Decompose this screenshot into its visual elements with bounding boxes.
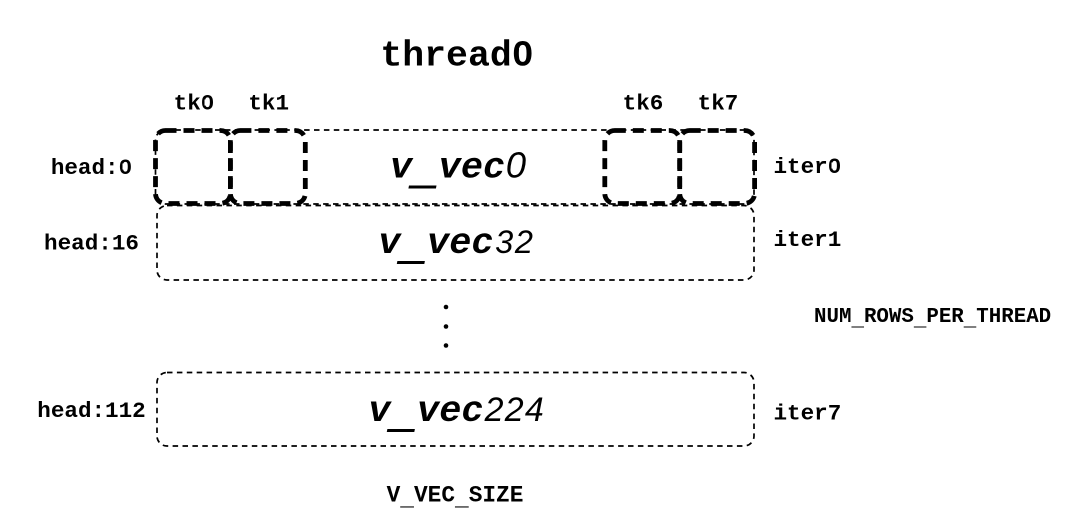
- svg-text:iter7: iter7: [774, 401, 842, 427]
- svg-text:iter0: iter0: [774, 154, 842, 180]
- svg-text:tk6: tk6: [623, 91, 664, 117]
- svg-text:V_VEC_SIZE: V_VEC_SIZE: [387, 483, 524, 512]
- svg-text:head:112: head:112: [37, 398, 145, 424]
- svg-text:v_vec224: v_vec224: [368, 391, 545, 441]
- svg-text:head:0: head:0: [51, 155, 132, 181]
- svg-text:iter1: iter1: [774, 227, 842, 253]
- svg-text:thread0: thread0: [380, 35, 533, 76]
- svg-text:tk1: tk1: [248, 91, 289, 117]
- svg-text:tk7: tk7: [698, 91, 739, 117]
- svg-text:v_vec0: v_vec0: [390, 145, 526, 198]
- svg-text:head:16: head:16: [44, 231, 139, 257]
- svg-text:NUM_ROWS_PER_THREAD: NUM_ROWS_PER_THREAD: [814, 306, 1051, 332]
- svg-text:v_vec32: v_vec32: [378, 223, 534, 273]
